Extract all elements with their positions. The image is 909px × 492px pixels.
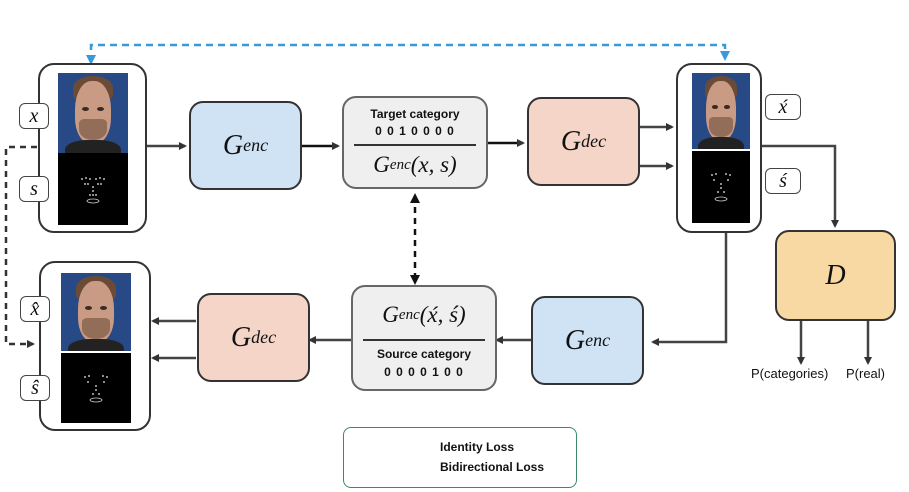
arrow-output-to-genc-bottom — [651, 232, 728, 346]
source-category-code: 0 0 0 0 1 0 0 — [384, 365, 464, 379]
latent-top-divider — [354, 144, 476, 146]
p-real-label: P(real) — [846, 366, 886, 381]
target-category-code: 0 0 1 0 0 0 0 — [375, 124, 455, 138]
target-category-title: Target category — [370, 107, 460, 121]
p-categories-label: P(categories) — [751, 366, 829, 381]
input-landmark-image — [58, 153, 128, 225]
input-panel — [38, 63, 147, 233]
identity-loss-connector — [86, 43, 730, 65]
s-prime-label: ś — [765, 168, 801, 194]
discriminator-label: D — [825, 259, 846, 291]
x-hat-label: x̂ — [20, 296, 50, 322]
reconstruction-panel — [39, 261, 151, 431]
reconstructed-landmark-image — [61, 353, 131, 423]
x-label: x — [19, 103, 49, 129]
bidirectional-loss-left — [4, 145, 37, 348]
s-hat-label: ŝ — [20, 375, 50, 401]
arrow-output-to-disc — [762, 144, 839, 228]
input-face-image — [58, 73, 128, 153]
x-prime-label: x́ — [765, 94, 801, 120]
output-landmark-image — [692, 151, 750, 223]
output-face-image — [692, 73, 750, 149]
legend — [343, 427, 577, 488]
output-panel — [676, 63, 762, 233]
legend-bidirectional-label: Bidirectional Loss — [440, 460, 545, 474]
source-category-title: Source category — [376, 347, 472, 361]
latent-bottom-divider — [363, 339, 485, 341]
reconstructed-face-image — [61, 273, 131, 351]
discriminator: D — [775, 230, 896, 321]
legend-identity-label: Identity Loss — [440, 440, 515, 454]
s-label: s — [19, 176, 49, 202]
